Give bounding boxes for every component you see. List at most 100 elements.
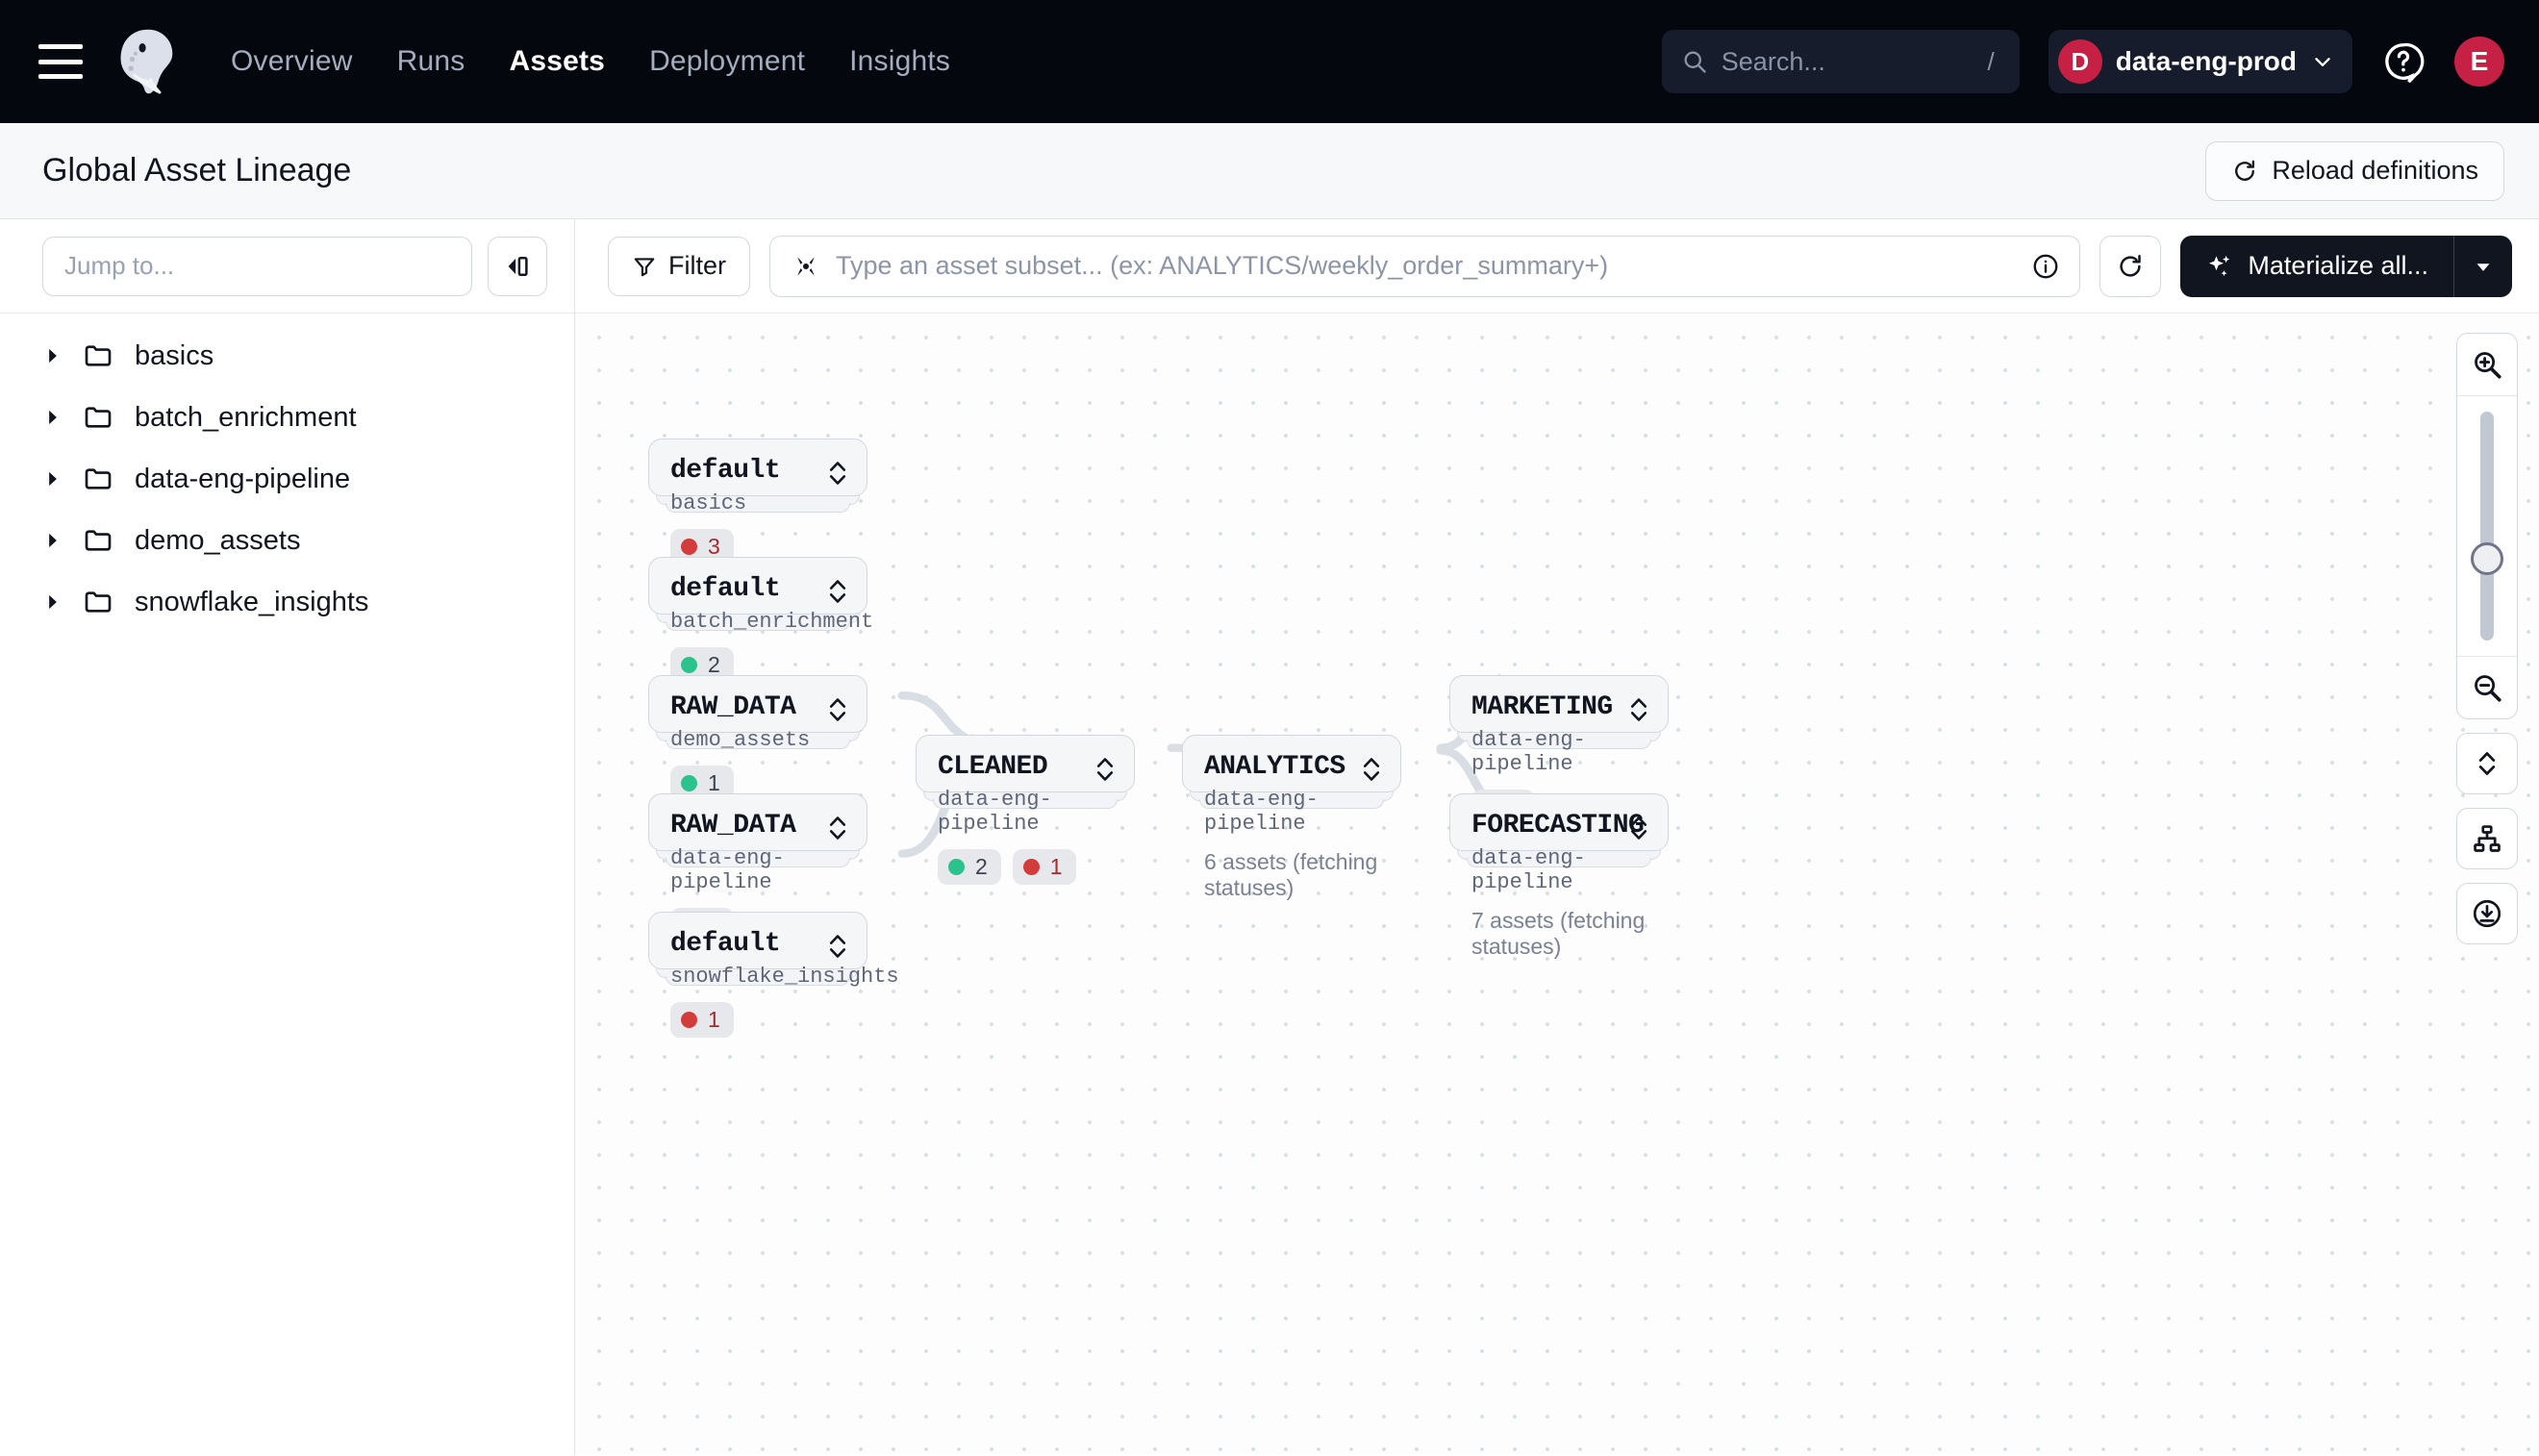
zoom-in-icon [2475,352,2501,379]
top-navigation-bar: Overview Runs Assets Deployment Insights… [0,0,2539,123]
refresh-graph-button[interactable] [2099,235,2162,297]
node-subtitle: data-eng-pipeline [1471,727,1586,777]
asset-group-tree: basics batch_enrichment data-eng-pipelin… [0,314,574,633]
expand-collapse-icon[interactable] [1095,755,1115,784]
collapse-sidebar-button[interactable] [488,236,547,296]
refresh-icon [2120,254,2142,277]
sidebar-item-demo-assets[interactable]: demo_assets [0,510,574,571]
expand-collapse-icon[interactable] [1629,695,1648,724]
search-placeholder: Search... [1721,46,1825,76]
reload-icon [2235,160,2255,181]
materialize-options-button[interactable] [2454,235,2512,297]
chevron-right-icon [49,348,57,364]
status-count: 1 [1049,854,1063,880]
materialize-all-button[interactable]: Materialize all... [2180,235,2454,297]
status-badge-materialized[interactable]: 2 [938,849,1001,886]
help-circle-icon[interactable] [2381,39,2426,84]
expand-collapse-all-button[interactable] [2456,733,2518,794]
asset-subset-input[interactable]: Type an asset subset... (ex: ANALYTICS/w… [769,235,2081,297]
zoom-out-button[interactable] [2457,657,2517,718]
asset-group-node: ANALYTICS data-eng-pipeline 6 assets (fe… [1182,735,1401,900]
info-icon[interactable] [2031,252,2060,281]
sidebar-item-data-eng-pipeline[interactable]: data-eng-pipeline [0,448,574,510]
user-avatar[interactable]: E [2454,37,2504,87]
page-body: basics batch_enrichment data-eng-pipelin… [0,219,2539,1455]
expand-collapse-icon[interactable] [828,459,847,488]
asset-group-card-data-eng-pipeline-analytics[interactable]: ANALYTICS data-eng-pipeline 6 assets (fe… [1182,735,1401,900]
nav-link-overview[interactable]: Overview [231,45,353,77]
global-search-input[interactable]: Search... / [1661,30,2020,93]
status-dot-materialized-icon [948,859,965,876]
node-title: FORECASTING [1471,811,1645,841]
lineage-canvas[interactable]: default basics 3 [575,314,2539,1455]
zoom-slider-track-wrap[interactable] [2457,395,2517,657]
expand-collapse-icon[interactable] [1362,755,1381,784]
status-badge-failed[interactable]: 1 [670,1002,734,1039]
caret-down-icon [2476,263,2490,271]
expand-collapse-icon[interactable] [828,932,847,961]
asset-group-node: FORECASTING data-eng-pipeline 7 assets (… [1449,793,1669,959]
node-subtitle: demo_assets [670,727,811,752]
dagster-logo[interactable] [112,25,185,98]
asset-group-card-snowflake-insights-default[interactable]: default snowflake_insights 1 [648,912,899,1039]
node-title: ANALYTICS [1204,752,1345,782]
sidebar-item-basics[interactable]: basics [0,325,574,387]
filter-button[interactable]: Filter [608,236,750,296]
layout-direction-button[interactable] [2456,808,2518,869]
jump-to-input[interactable] [42,236,472,296]
node-title: RAW_DATA [670,811,796,841]
download-graph-button[interactable] [2456,883,2518,944]
expand-collapse-icon[interactable] [828,695,847,724]
node-subtitle: snowflake_insights [670,964,899,989]
reload-definitions-button[interactable]: Reload definitions [2205,140,2504,201]
node-title: MARKETING [1471,692,1613,722]
node-subtitle: data-eng-pipeline [938,787,1052,837]
asset-group-node: default snowflake_insights 1 [648,912,899,1039]
expand-collapse-icon[interactable] [1629,814,1648,842]
asset-group-sidebar: basics batch_enrichment data-eng-pipelin… [0,219,575,1455]
node-subtitle: batch_enrichment [670,609,874,634]
sidebar-item-label: snowflake_insights [135,586,369,617]
asset-group-card-demo-assets-raw-data[interactable]: RAW_DATA demo_assets 1 [648,675,867,802]
asset-group-card-data-eng-pipeline-cleaned[interactable]: CLEANED data-eng-pipeline 2 1 [916,735,1135,886]
asset-group-card-data-eng-pipeline-marketing[interactable]: MARKETING data-eng-pipeline 3 [1449,675,1669,826]
folder-icon [85,407,112,428]
expand-collapse-icon[interactable] [828,814,847,842]
zoom-controls [2456,333,2518,944]
page-title: Global Asset Lineage [42,152,352,188]
graph-toolbar: Filter Type an asset subset... (ex: ANAL… [575,219,2539,314]
chevron-down-icon [2315,58,2330,66]
asset-group-card-batch-enrichment-default[interactable]: default batch_enrichment 2 [648,557,873,684]
nav-link-runs[interactable]: Runs [396,45,465,77]
zoom-in-button[interactable] [2457,334,2517,395]
status-count: 1 [708,770,720,796]
asset-subset-placeholder: Type an asset subset... (ex: ANALYTICS/w… [836,251,1609,280]
node-title: CLEANED [938,752,1048,782]
node-subtitle: data-eng-pipeline [1204,787,1319,837]
node-status-badges: 1 [670,1002,845,1039]
page-header: Global Asset Lineage Reload definitions [0,123,2539,219]
zoom-slider-thumb[interactable] [2471,542,2503,575]
sidebar-item-snowflake-insights[interactable]: snowflake_insights [0,571,574,633]
asset-group-card-data-eng-pipeline-raw-data[interactable]: RAW_DATA data-eng-pipeline 2 [648,793,867,944]
nav-link-insights[interactable]: Insights [849,45,951,77]
asset-group-card-basics-default[interactable]: default basics 3 [648,439,867,565]
materialize-all-button-group[interactable]: Materialize all... [2180,235,2512,297]
expand-collapse-icon [2478,752,2496,775]
deployment-selector[interactable]: D data-eng-prod [2048,30,2352,93]
asset-group-card-data-eng-pipeline-forecasting[interactable]: FORECASTING data-eng-pipeline 7 assets (… [1449,793,1669,959]
status-badge-failed[interactable]: 1 [1012,849,1076,886]
sparkle-icon [2209,255,2230,276]
status-count: 3 [708,534,720,560]
zoom-slider-track[interactable] [2480,412,2494,640]
sidebar-item-batch-enrichment[interactable]: batch_enrichment [0,387,574,448]
hierarchy-layout-icon [2474,825,2501,852]
expand-collapse-icon[interactable] [828,577,847,606]
nav-link-assets[interactable]: Assets [509,45,606,77]
sidebar-item-label: basics [135,339,214,371]
hamburger-menu-icon[interactable] [38,44,83,79]
node-title: default [670,574,781,604]
lineage-graph-panel: Filter Type an asset subset... (ex: ANAL… [575,219,2539,1455]
node-title: default [670,929,781,959]
nav-link-deployment[interactable]: Deployment [649,45,806,77]
